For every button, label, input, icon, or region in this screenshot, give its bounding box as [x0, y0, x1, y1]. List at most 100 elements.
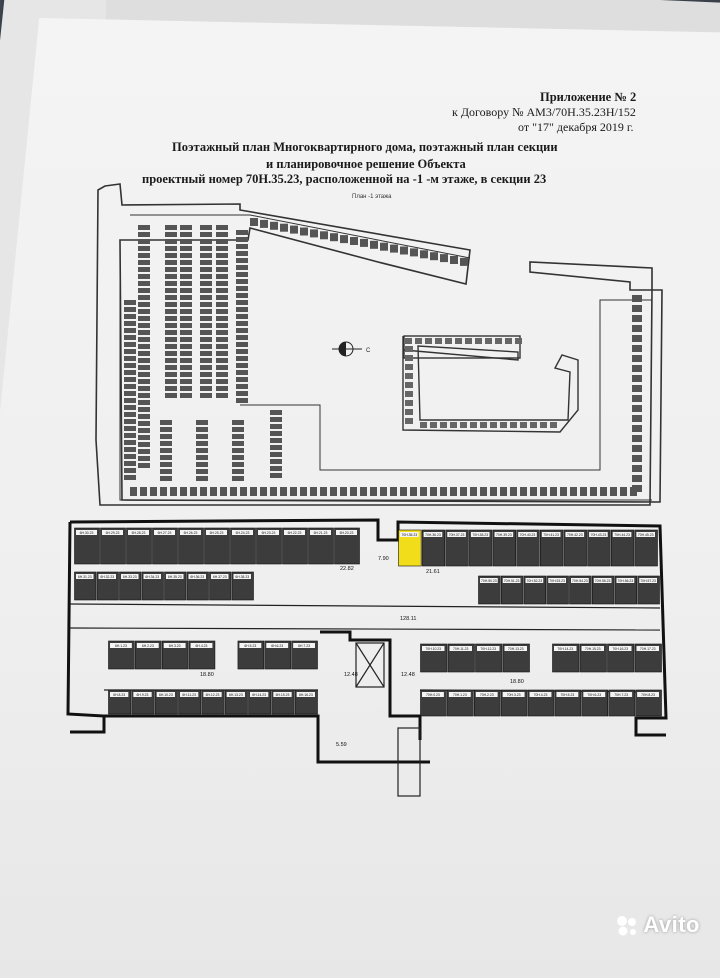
parking-unit: 70Н.16.23 — [607, 643, 635, 673]
unit-label-box — [293, 643, 315, 648]
parking-stall — [632, 385, 642, 392]
unit-label-box — [180, 530, 201, 535]
parking-stall — [180, 330, 192, 335]
parking-stall — [160, 434, 172, 439]
parking-stall — [150, 487, 157, 496]
parking-stall — [180, 344, 192, 349]
unit-label-box — [639, 578, 657, 583]
dimension-label: 12.48 — [344, 672, 358, 678]
parking-stall — [236, 363, 248, 368]
unit-label: 6Н.33.23 — [123, 575, 137, 579]
unit-label: 6Н.9.23 — [137, 693, 149, 697]
unit-label-box — [480, 578, 498, 583]
parking-stall — [165, 239, 177, 244]
unit-label-box — [284, 530, 305, 535]
parking-stall — [140, 487, 147, 496]
parking-stall — [460, 257, 468, 266]
parking-stall — [180, 386, 192, 391]
parking-stall — [250, 487, 257, 496]
parking-stall — [236, 377, 248, 382]
parking-stall — [200, 295, 212, 300]
unit-cell — [421, 529, 446, 567]
unit-label-box — [525, 578, 544, 583]
unit-label-box — [449, 646, 472, 651]
unit-label-box — [98, 574, 116, 579]
parking-stall — [632, 445, 642, 452]
unit-label-box — [258, 530, 279, 535]
courtyard-unit — [490, 422, 497, 428]
unit-label-box — [502, 692, 525, 697]
parking-stall — [124, 342, 136, 347]
parking-unit: 70Н.14.23 — [552, 643, 580, 673]
unit-label-box — [133, 692, 152, 697]
parking-stall — [180, 358, 192, 363]
parking-stall — [330, 487, 337, 496]
unit-label: 70Н.8.23 — [641, 693, 655, 697]
parking-stall — [290, 225, 298, 234]
unit-label: 6Н.22.23 — [288, 531, 302, 535]
parking-stall — [124, 356, 136, 361]
unit-label-box — [76, 530, 97, 535]
parking-stall — [580, 487, 587, 496]
unit-label: 70Н.39.23 — [496, 533, 512, 537]
courtyard-unit — [405, 373, 413, 379]
unit-label-box — [400, 532, 419, 537]
parking-stall — [160, 441, 172, 446]
courtyard-unit — [530, 422, 537, 428]
parking-stall — [236, 300, 248, 305]
unit-label: 6Н.1.23 — [115, 644, 127, 648]
parking-unit: 70Н.0.23 — [420, 689, 447, 717]
parking-stall — [236, 279, 248, 284]
parking-stall — [236, 307, 248, 312]
parking-stall — [236, 314, 248, 319]
courtyard-unit — [515, 338, 522, 344]
parking-stall — [138, 456, 150, 461]
unit-label: 6Н.26.23 — [184, 531, 198, 535]
unit-label: 70Н.45.23 — [638, 533, 654, 537]
parking-stall — [180, 260, 192, 265]
parking-stall — [138, 330, 150, 335]
unit-label: 6Н.14.23 — [252, 693, 266, 697]
parking-stall — [632, 315, 642, 322]
unit-label-box — [565, 532, 585, 537]
parking-stall — [216, 379, 228, 384]
parking-unit: 6Н.38.23 — [231, 571, 254, 601]
parking-stall — [138, 246, 150, 251]
parking-stall — [124, 433, 136, 438]
dimension-label: 18.80 — [200, 672, 214, 678]
parking-unit: 70Н.11.23 — [447, 643, 475, 673]
unit-cell — [634, 529, 658, 567]
parking-unit: 6Н.16.23 — [294, 689, 318, 715]
parking-stall — [340, 235, 348, 244]
parking-stall — [632, 375, 642, 382]
unit-label-box — [554, 646, 577, 651]
parking-stall — [270, 417, 282, 422]
unit-label-box — [250, 692, 269, 697]
parking-stall — [138, 225, 150, 230]
parking-stall — [200, 253, 212, 258]
parking-unit: 70Н.44.23 — [610, 529, 635, 567]
parking-unit: 70Н.54.23 — [569, 575, 592, 605]
parking-stalls — [124, 218, 642, 496]
parking-stall — [260, 219, 268, 228]
parking-stall — [124, 307, 136, 312]
parking-unit: 6Н.2.23 — [135, 640, 162, 670]
unit-label-box — [447, 532, 466, 537]
parking-unit: 6Н.14.23 — [248, 689, 272, 715]
parking-unit: 70Н.51.23 — [500, 575, 524, 605]
parking-stall — [216, 372, 228, 377]
parking-stall — [632, 415, 642, 422]
unit-label-box — [110, 692, 129, 697]
unit-label: 6Н.7.23 — [298, 644, 310, 648]
courtyard-unit — [520, 422, 527, 428]
parking-stall — [180, 239, 192, 244]
courtyard-unit — [495, 338, 502, 344]
parking-stall — [165, 393, 177, 398]
unit-label-box — [310, 530, 331, 535]
unit-label-box — [593, 578, 612, 583]
courtyard-unit — [405, 418, 413, 424]
courtyard-unit — [425, 338, 432, 344]
unit-label: 70Н.36.23 — [425, 533, 441, 537]
parking-stall — [216, 344, 228, 349]
